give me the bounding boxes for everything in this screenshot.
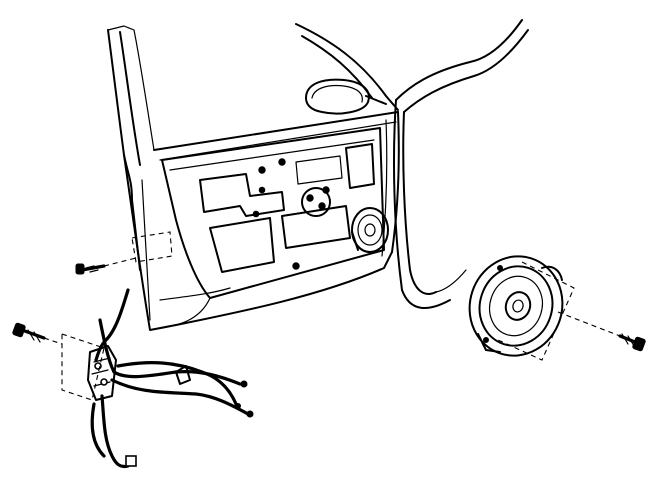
hinge-bolt xyxy=(75,231,173,275)
door-inner-panel xyxy=(149,127,385,331)
speaker-unit xyxy=(468,255,564,357)
side-mirror xyxy=(305,78,387,115)
speaker-screw xyxy=(497,261,646,361)
lock-screw xyxy=(12,322,105,401)
wiring-harness xyxy=(90,288,254,469)
door-speaker-mounted xyxy=(351,207,389,253)
body-pillar xyxy=(393,19,529,310)
door-frame xyxy=(107,23,400,331)
door-lock-actuator xyxy=(87,345,117,401)
